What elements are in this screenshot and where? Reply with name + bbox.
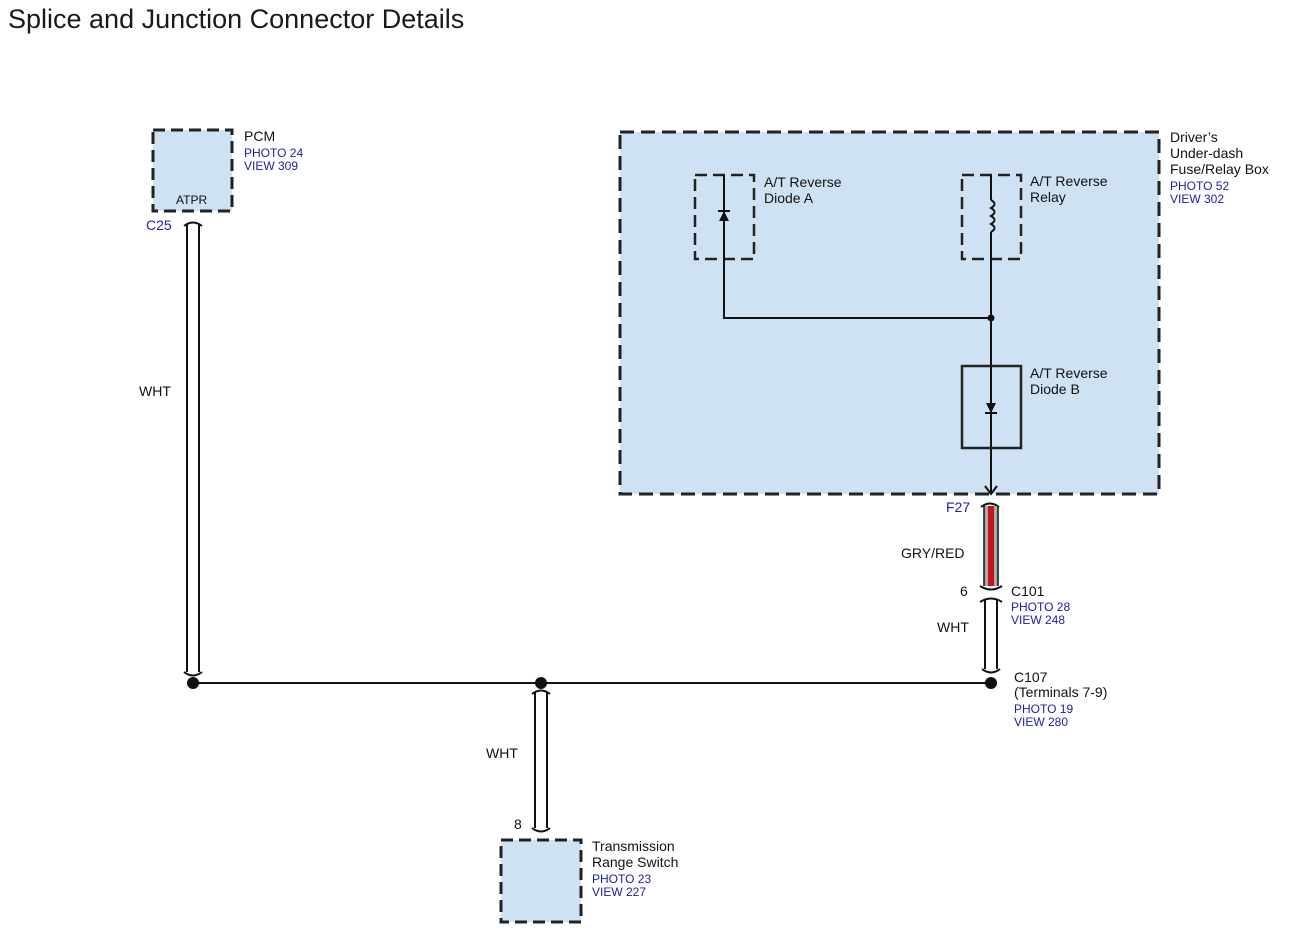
diode-a-to-junction-wire — [723, 259, 991, 319]
trs-label-line2: Range Switch — [592, 854, 678, 870]
c101-label[interactable]: C101 — [1011, 583, 1045, 599]
trs-box[interactable] — [499, 838, 583, 924]
relay-coil-icon — [988, 199, 996, 233]
pcm-photo-link[interactable]: PHOTO 24 — [244, 146, 303, 160]
relay-label-line2: Relay — [1030, 189, 1066, 205]
fuse-box-view-link[interactable]: VIEW 302 — [1170, 192, 1224, 206]
diode-b-symbol-icon — [986, 403, 996, 413]
pcm-connector-label[interactable]: C25 — [146, 217, 172, 233]
c101-connector-top-arc — [979, 585, 1003, 591]
pcm-view-link[interactable]: VIEW 309 — [244, 159, 298, 173]
fuse-box-photo-link[interactable]: PHOTO 52 — [1170, 179, 1229, 193]
trs-label-line1: Transmission — [592, 838, 675, 854]
c101-pin-label: 6 — [960, 583, 968, 599]
trs-view-link[interactable]: VIEW 227 — [592, 885, 646, 899]
trs-wire-color-label: WHT — [486, 745, 518, 761]
pcm-wire-end-arc — [183, 671, 203, 677]
pcm-wire-color-label: WHT — [139, 383, 171, 399]
page-title: Splice and Junction Connector Details — [8, 4, 464, 34]
trs-photo-link[interactable]: PHOTO 23 — [592, 872, 651, 886]
c107-connector-symbol — [981, 668, 1001, 674]
diode-a-symbol-icon — [719, 211, 729, 221]
fuse-relay-box[interactable] — [618, 130, 1161, 496]
c25-connector-symbol — [183, 221, 203, 227]
pcm-component[interactable]: ATPR — [151, 128, 234, 213]
c101-wire-color-label: WHT — [937, 619, 969, 635]
internal-junction-dot — [987, 314, 995, 322]
trs-pin-label: 8 — [514, 816, 522, 832]
trs-connector-symbol — [531, 827, 551, 833]
fuse-box-label-line1: Driver’s — [1170, 129, 1218, 145]
pcm-splice-dot — [187, 677, 199, 689]
diode-a-label-line2: Diode A — [764, 190, 814, 206]
f27-terminal-icon — [984, 485, 998, 496]
c107-detail-label: (Terminals 7-9) — [1014, 684, 1107, 700]
c107-splice-dot — [985, 677, 997, 689]
c107-view-link[interactable]: VIEW 280 — [1014, 715, 1068, 729]
c101-connector-bottom-arc — [979, 597, 1003, 603]
pcm-label: PCM — [244, 128, 275, 144]
c107-photo-link[interactable]: PHOTO 19 — [1014, 702, 1073, 716]
c101-photo-link[interactable]: PHOTO 28 — [1011, 600, 1070, 614]
f27-connector-label[interactable]: F27 — [946, 499, 970, 515]
diode-a-label-line1: A/T Reverse — [764, 174, 842, 190]
trs-splice-dot — [535, 677, 547, 689]
c101-view-link[interactable]: VIEW 248 — [1011, 613, 1065, 627]
gry-red-wire-label: GRY/RED — [901, 545, 965, 561]
diode-b-label-line1: A/T Reverse — [1030, 365, 1108, 381]
c107-label[interactable]: C107 — [1014, 669, 1048, 685]
trs-wire-top-arc — [531, 689, 551, 695]
gry-red-wire[interactable] — [983, 506, 999, 586]
relay-label-line1: A/T Reverse — [1030, 173, 1108, 189]
pcm-wire[interactable] — [186, 224, 200, 672]
fuse-box-label-line2: Under-dash — [1170, 145, 1243, 161]
c101-c107-wire[interactable] — [984, 600, 998, 669]
diode-b-label-line2: Diode B — [1030, 381, 1080, 397]
pcm-box — [151, 128, 234, 213]
fuse-box-label-line3: Fuse/Relay Box — [1170, 161, 1269, 177]
f27-connector-symbol — [980, 502, 1000, 508]
pcm-pin-label: ATPR — [176, 193, 207, 207]
trs-wire[interactable] — [534, 692, 548, 828]
